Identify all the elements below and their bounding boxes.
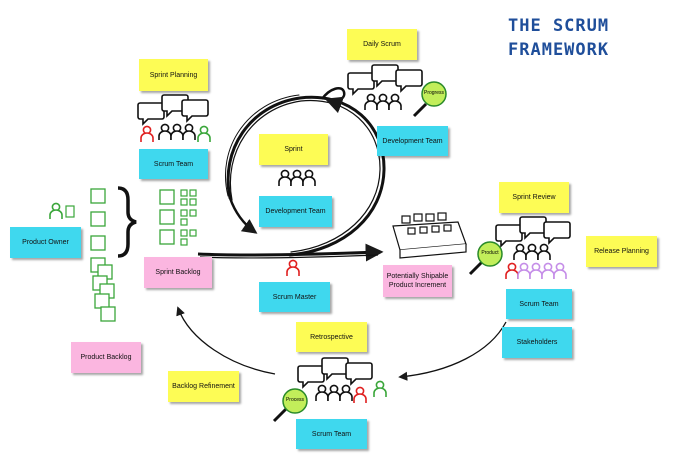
- process-magnifier-icon: [272, 388, 308, 423]
- product-owner-icon: [49, 202, 75, 220]
- title-line-2: FRAMEWORK: [508, 40, 610, 60]
- development-team-sprint-note: Development Team: [259, 196, 332, 227]
- scrum-team-planning-note: Scrum Team: [139, 149, 208, 179]
- stakeholders-note: Stakeholders: [502, 327, 572, 358]
- development-team-daily-note: Development Team: [377, 126, 448, 156]
- main-flow-arrow: [197, 243, 384, 262]
- product-increment-icon: [392, 212, 467, 259]
- product-magnifier-icon: [468, 241, 503, 276]
- product-owner-note: Product Owner: [10, 227, 81, 258]
- process-label: Process: [285, 397, 305, 403]
- release-planning-note: Release Planning: [586, 236, 657, 267]
- title-line-1: THE SCRUM: [508, 16, 610, 36]
- progress-label: Progress: [423, 90, 444, 96]
- product-increment-note: Potentially Shipable Product Increment: [383, 265, 452, 297]
- product-label: Product: [481, 250, 499, 256]
- sprint-note: Sprint: [259, 134, 328, 165]
- sprint-loop-arrow: [224, 94, 386, 257]
- scrum-team-retro-note: Scrum Team: [296, 419, 367, 449]
- product-backlog-items: [90, 188, 116, 322]
- sprint-planning-people: [137, 94, 211, 143]
- review-to-retro-arrow: [398, 321, 507, 381]
- diagram-title: THE SCRUM FRAMEWORK: [508, 14, 683, 62]
- sprint-backlog-note: Sprint Backlog: [144, 257, 212, 288]
- backlog-refinement-note: Backlog Refinement: [168, 371, 239, 402]
- brace-icon: [117, 186, 137, 258]
- retro-to-backlog-arrow: [176, 306, 276, 375]
- sprint-team-icon: [279, 170, 315, 186]
- retrospective-people: [297, 357, 387, 404]
- daily-scrum-arrow: [320, 87, 346, 114]
- retrospective-note: Retrospective: [296, 322, 367, 352]
- scrum-master-note: Scrum Master: [259, 282, 330, 312]
- product-backlog-note: Product Backlog: [71, 342, 141, 373]
- sprint-review-people: [495, 216, 571, 280]
- daily-scrum-people: [347, 64, 423, 110]
- daily-scrum-note: Daily Scrum: [347, 29, 417, 60]
- scrum-team-review-note: Scrum Team: [506, 289, 572, 319]
- scrum-master-icon: [286, 259, 300, 277]
- sprint-planning-note: Sprint Planning: [139, 59, 208, 91]
- progress-magnifier-icon: [412, 81, 447, 118]
- sprint-review-note: Sprint Review: [499, 182, 569, 213]
- sprint-backlog-items: [159, 189, 197, 246]
